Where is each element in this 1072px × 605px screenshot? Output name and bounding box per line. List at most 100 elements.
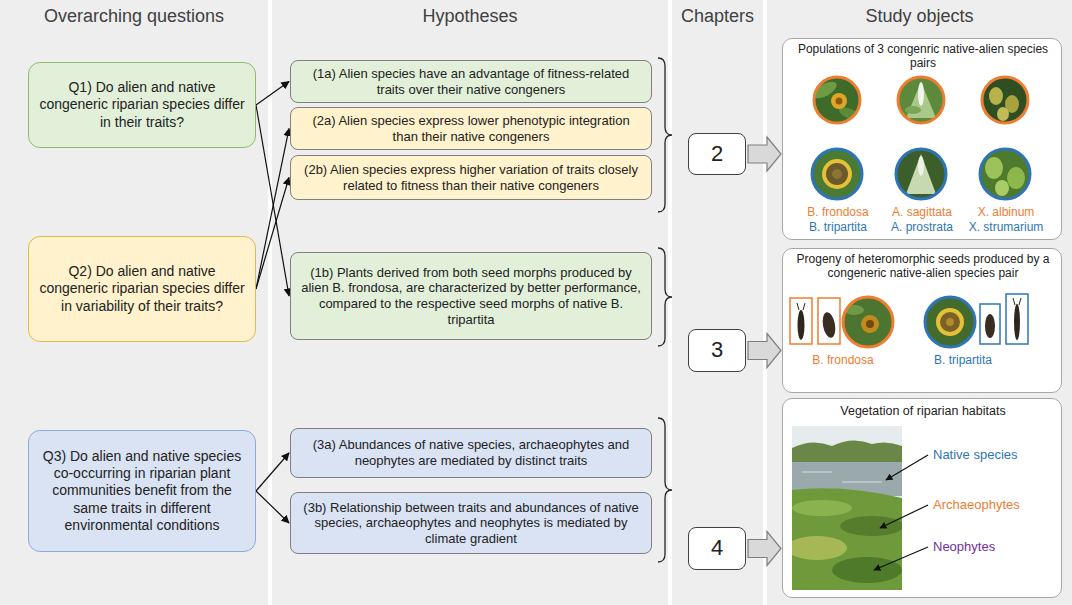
seed-pictures [790,294,1028,348]
connector-arrow [256,453,289,491]
study-panel: Vegetation of riparian habitatsNative sp… [782,398,1062,598]
leader-arrow [886,455,928,480]
connector-arrow [256,178,289,290]
question-box: Q1) Do alien and native congeneric ripar… [28,62,256,148]
group-label: Archaeophytes [933,497,1058,513]
box-text: (2b) Alien species express higher variat… [299,162,643,193]
text-holder: X. albinum [962,205,1050,219]
curly-bracket [658,418,672,562]
connector-arrow [256,82,289,105]
chapter-box: 2 [688,133,746,175]
text-holder: A. sagittata [878,205,966,219]
plant-photo [924,296,976,348]
seed [821,311,837,339]
connector-arrow [256,129,289,289]
question-box: Q2) Do alien and native congeneric ripar… [28,236,256,342]
photo-frame [896,149,946,199]
photo-frame [814,77,860,123]
leader-arrow [880,505,928,528]
plant-photo [842,296,894,348]
block-arrow [748,334,781,368]
hypothesis-box: (1a) Alien species have an advantage of … [290,60,652,103]
text-holder: Neophytes [933,539,1058,555]
curly-bracket [658,58,672,212]
leader-arrows [874,455,928,570]
hypothesis-box: (1b) Plants derived from both seed morph… [290,252,652,340]
panel-heading: Vegetation of riparian habitats [788,404,1058,419]
text-holder: B. tripartita [794,220,882,234]
panel-ground [782,38,1062,240]
photo-frame [982,77,1028,123]
box-text: Q3) Do alien and native species co-occur… [37,448,247,533]
hypothesis-box: (2a) Alien species express lower phenoty… [290,107,652,150]
hypothesis-box: (3b) Relationship between traits and abu… [290,492,652,554]
column-header: Study objects [767,6,1072,28]
block-arrow [748,137,781,171]
seed-frame [980,304,1000,344]
seed-frame [790,298,812,344]
seed-awn [1013,298,1021,305]
box-text: (2a) Alien species express lower phenoty… [299,113,643,144]
species-name: A. sagittata [878,205,966,219]
box-text: (1a) Alien species have an advantage of … [299,66,643,97]
photo-frame [980,149,1030,199]
panel-grounds [782,38,1062,598]
photo-frame [898,77,944,123]
hypothesis-box: (2b) Alien species express higher variat… [290,155,652,200]
seed-awn [797,303,805,310]
box-text: Q1) Do alien and native congeneric ripar… [37,79,247,130]
column-header: Chapters [672,6,763,28]
chapter-box: 3 [688,329,746,372]
chapter-number: 3 [711,337,723,363]
question-box: Q3) Do alien and native species co-occur… [28,430,256,552]
species-name: X. strumarium [962,220,1050,234]
text-holder: Populations of 3 congenric native-alien … [788,42,1058,71]
photo-frame [812,149,862,199]
plant-photo [811,75,863,125]
text-holder: B. frondosa [788,353,898,367]
plant-photo [980,75,1030,125]
plant-photo [896,75,946,125]
text-holder: A. prostrata [878,220,966,234]
column-band [767,0,1072,605]
species-name: B. tripartita [908,353,1018,367]
plant-photo [978,147,1032,201]
box-text: (3b) Relationship between traits and abu… [299,500,643,547]
seed-frame [1006,294,1028,344]
column-header: Hypotheses [272,6,668,28]
leader-arrow [874,547,928,570]
species-name: A. prostrata [878,220,966,234]
species-photos [810,75,1032,201]
text-holder: Progeny of heteromorphic seeds produced … [788,252,1058,281]
brackets [658,58,672,562]
hypothesis-box: (3a) Abundances of native species, archa… [290,428,652,478]
box-text: (1b) Plants derived from both seed morph… [299,265,643,327]
text-holder: B. frondosa [794,205,882,219]
box-text: (3a) Abundances of native species, archa… [299,437,643,468]
seed [1014,304,1020,340]
chapter-number: 2 [711,141,723,167]
panel-ground [782,398,1062,598]
text-holder: Vegetation of riparian habitats [788,404,1058,419]
seed [798,310,805,340]
seed-frame [818,298,840,344]
column-band [0,0,268,605]
group-label: Native species [933,447,1058,463]
block-arrow [748,532,781,566]
column-band [672,0,763,605]
connector-arrow [256,105,289,296]
chapter-box: 4 [688,527,746,570]
curly-bracket [658,248,672,346]
text-holder: Overarching questions [0,6,268,28]
photo-frame [843,297,893,347]
plant-photo [894,147,948,201]
species-name: B. frondosa [788,353,898,367]
species-name: X. albinum [962,205,1050,219]
text-holder: Chapters [672,6,763,28]
photo-frame [925,297,975,347]
group-label: Neophytes [933,539,1058,555]
column-band [272,0,668,605]
species-name: B. frondosa [794,205,882,219]
